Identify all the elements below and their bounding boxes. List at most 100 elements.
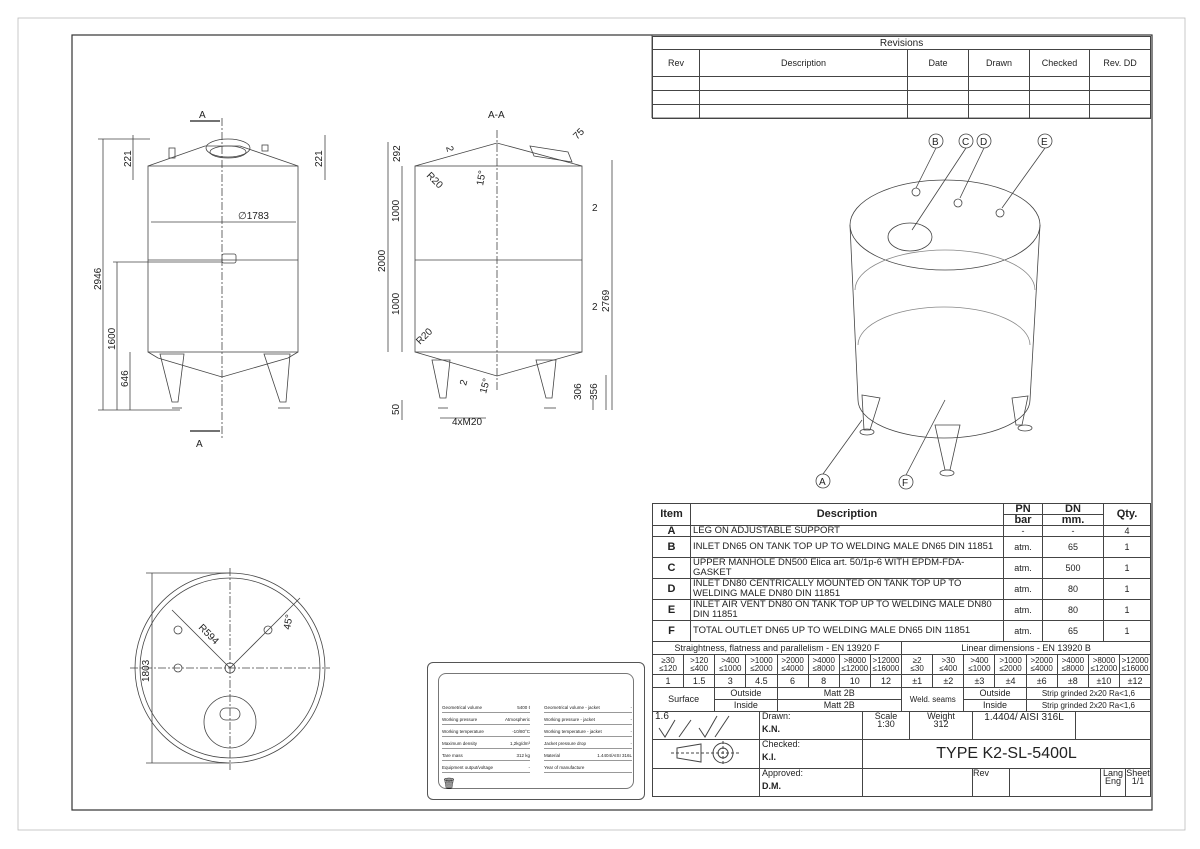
dim-angle-top: 15° <box>475 170 488 187</box>
dim-1000-upper: 1000 <box>391 199 402 222</box>
callout-c: C <box>958 133 974 149</box>
callout-f: F <box>898 474 914 490</box>
dim-306: 306 <box>573 383 584 400</box>
front-view: A A ∅1783 221 221 2946 1600 646 <box>93 110 326 450</box>
qty-header: Qty. <box>1103 503 1151 526</box>
parts-dn: 80 <box>1042 578 1104 600</box>
parts-qty: 1 <box>1103 536 1151 558</box>
surface-finish-icon <box>658 715 730 738</box>
nameplate-field: Working temperature-10/80°C <box>442 727 530 737</box>
description-header: Description <box>699 49 908 77</box>
surface-label: Surface <box>651 687 716 712</box>
approved-label: Approved: <box>762 768 804 778</box>
material-value: 1.4404/ AISI 316L <box>972 711 1077 740</box>
parts-qty: 1 <box>1103 599 1151 621</box>
date-header: Date <box>907 49 969 77</box>
linear-value: ±8 <box>1056 674 1089 688</box>
linear-value: ±10 <box>1087 674 1120 688</box>
weld-outside-value: Strip grinded 2x20 Ra<1,6 <box>1025 687 1152 700</box>
section-title: A-A <box>488 110 505 121</box>
parts-pn: atm. <box>1003 620 1043 642</box>
straightness-range: >120≤400 <box>683 654 716 675</box>
straightness-range: >8000≤12000 <box>838 654 871 675</box>
parts-item: E <box>652 599 691 621</box>
checked-header: Checked <box>1029 49 1090 77</box>
parts-dn: - <box>1042 525 1104 537</box>
pn-header: PN <box>1003 503 1043 515</box>
dn-header: DN <box>1042 503 1104 515</box>
drawn-label: Drawn: <box>762 711 791 721</box>
roughness-value: 1.6 <box>655 711 669 722</box>
callout-d: D <box>976 133 992 149</box>
rev-label: Rev <box>972 768 1011 797</box>
weld-inside-value: Strip grinded 2x20 Ra<1,6 <box>1025 699 1152 712</box>
surface-outside-value: Matt 2B <box>776 687 903 700</box>
linear-range: ≥2≤30 <box>901 654 934 675</box>
section-mark-top: A <box>199 110 206 121</box>
parts-pn: atm. <box>1003 599 1043 621</box>
straightness-value: 8 <box>807 674 840 688</box>
description-header: Description <box>690 503 1004 526</box>
pn-unit: bar <box>1003 514 1043 526</box>
nameplate-field: Jacket pressure drop- <box>544 739 632 749</box>
linear-range: >2000≤4000 <box>1025 654 1058 675</box>
callout-b: B <box>928 133 944 149</box>
svg-text:C: C <box>962 137 969 148</box>
dim-2946: 2946 <box>93 267 104 290</box>
parts-description: UPPER MANHOLE DN500 Elica art. 50/1p-6 W… <box>690 557 1004 579</box>
dim-2000: 2000 <box>377 249 388 272</box>
parts-description: LEG ON ADJUSTABLE SUPPORT <box>690 525 1004 537</box>
first-angle-projection-icon <box>671 741 739 765</box>
weight-value: 312 <box>933 719 949 729</box>
linear-range: >4000≤8000 <box>1056 654 1089 675</box>
straightness-title: Straightness, flatness and parallelism -… <box>651 641 903 655</box>
drawn-value: K.N. <box>762 724 780 734</box>
dim-45deg: 45° <box>282 614 295 631</box>
straightness-range: >12000≤16000 <box>869 654 903 675</box>
straightness-value: 6 <box>776 674 809 688</box>
straightness-value: 3 <box>714 674 747 688</box>
parts-description: INLET DN65 ON TANK TOP UP TO WELDING MAL… <box>690 536 1004 558</box>
svg-text:F: F <box>902 478 908 489</box>
straightness-range: >400≤1000 <box>714 654 747 675</box>
dim-side-bottom: 2 <box>592 302 598 313</box>
parts-description: TOTAL OUTLET DN65 UP TO WELDING MALE DN6… <box>690 620 1004 642</box>
straightness-value: 10 <box>838 674 871 688</box>
parts-item: D <box>652 578 691 600</box>
dim-50: 50 <box>391 403 402 415</box>
dim-angle-bottom: 15° <box>478 377 493 394</box>
parts-dn: 500 <box>1042 557 1104 579</box>
dim-r20-top: R20 <box>424 170 445 191</box>
svg-text:D: D <box>980 137 987 148</box>
parts-dn: 65 <box>1042 620 1104 642</box>
parts-pn: atm. <box>1003 536 1043 558</box>
projection-symbol <box>652 739 760 769</box>
linear-range: >12000≤16000 <box>1118 654 1152 675</box>
linear-range: >8000≤12000 <box>1087 654 1120 675</box>
weld-outside-label: Outside <box>963 687 1027 700</box>
straightness-range: >4000≤8000 <box>807 654 840 675</box>
weld-seams-label: Weld. seams <box>901 687 965 712</box>
parts-dn: 65 <box>1042 536 1104 558</box>
linear-value: ±4 <box>994 674 1027 688</box>
revision-row <box>652 90 1152 105</box>
item-header: Item <box>652 503 691 526</box>
dim-bolts: 4xM20 <box>452 417 482 428</box>
callout-a: A <box>815 473 831 489</box>
straightness-value: 12 <box>869 674 903 688</box>
linear-value: ±6 <box>1025 674 1058 688</box>
revisions-title: Revisions <box>651 36 1152 50</box>
dim-292: 292 <box>392 145 403 162</box>
paper-border <box>17 17 1186 831</box>
